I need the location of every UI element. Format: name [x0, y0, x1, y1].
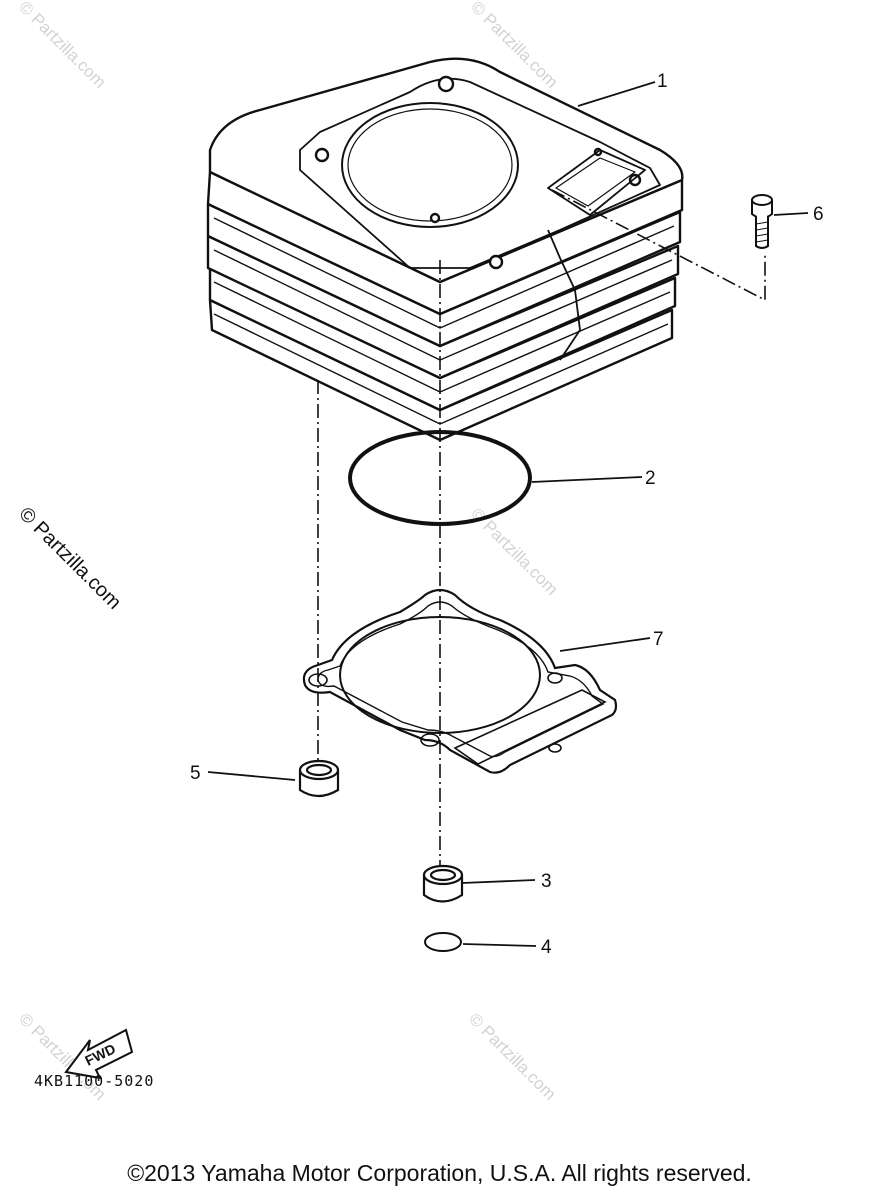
assembly-lines	[317, 189, 766, 870]
small-o-ring-part-4	[424, 932, 462, 952]
leader-lines	[207, 81, 809, 947]
callout-3: 3	[541, 871, 552, 892]
callout-1: 1	[657, 71, 668, 92]
gasket-part	[302, 588, 618, 774]
callout-4: 4	[541, 937, 552, 958]
bolt-part-6	[751, 194, 773, 249]
watermark-1: © Partzilla.com	[15, 0, 109, 92]
dowel-pin-part-5	[298, 759, 340, 798]
o-ring-part	[348, 430, 532, 526]
fwd-arrow-icon: FWD	[64, 1028, 134, 1080]
callout-5: 5	[190, 763, 201, 784]
watermark-side: © Partzilla.com	[14, 503, 125, 614]
callout-6: 6	[813, 204, 824, 225]
callout-7: 7	[653, 629, 664, 650]
dowel-pin-part-3	[422, 864, 464, 903]
part-number: 4KB1100-5020	[34, 1072, 155, 1090]
watermark-5: © Partzilla.com	[465, 1009, 559, 1103]
callout-labels: 1 2 3 4 5 6 7	[190, 71, 824, 958]
callout-2: 2	[645, 468, 656, 489]
cylinder-part	[206, 57, 684, 442]
copyright-notice: ©2013 Yamaha Motor Corporation, U.S.A. A…	[127, 1160, 752, 1186]
